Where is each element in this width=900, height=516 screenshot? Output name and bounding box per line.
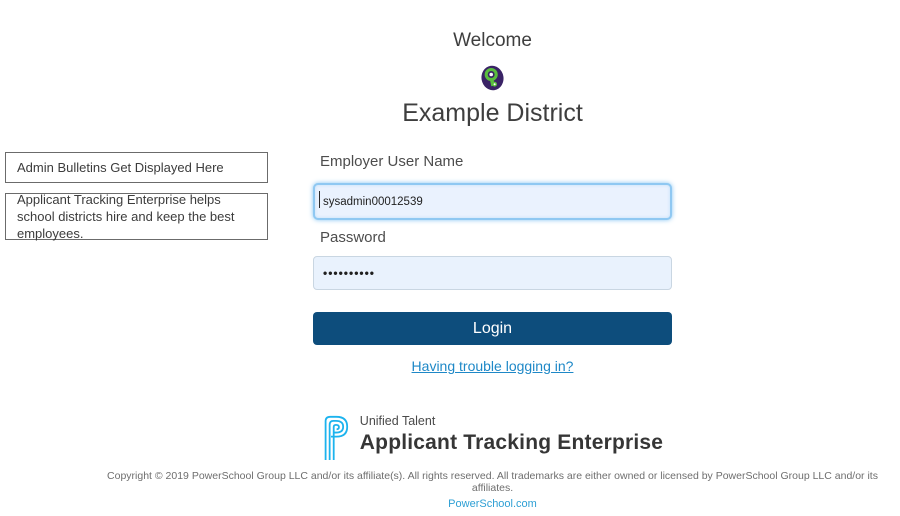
district-name-heading: Example District <box>402 99 583 127</box>
product-branding: Unified Talent Applicant Tracking Enterp… <box>313 411 672 461</box>
brand-product-label: Applicant Tracking Enterprise <box>359 431 664 454</box>
page-footer: Copyright © 2019 PowerSchool Group LLC a… <box>85 470 900 512</box>
page-header: Welcome Example District <box>313 0 672 128</box>
trouble-link-row: Having trouble logging in? <box>313 358 672 376</box>
powerschool-p-icon <box>324 415 348 460</box>
brand-text-block: Unified Talent Applicant Tracking Enterp… <box>360 411 663 455</box>
password-input[interactable] <box>313 256 672 290</box>
welcome-heading: Welcome <box>453 30 532 51</box>
powerschool-site-link[interactable]: PowerSchool.com <box>448 498 537 510</box>
product-bulletin-box: Applicant Tracking Enterprise helps scho… <box>5 192 268 241</box>
text-caret <box>319 191 320 208</box>
product-bulletin-text: Applicant Tracking Enterprise helps scho… <box>17 192 235 241</box>
admin-bulletin-box: Admin Bulletins Get Displayed Here <box>5 152 268 183</box>
username-input[interactable] <box>313 183 672 220</box>
password-label: Password <box>320 229 386 246</box>
district-logo-icon <box>313 64 672 92</box>
username-label: Employer User Name <box>320 153 464 170</box>
copyright-text: Copyright © 2019 PowerSchool Group LLC a… <box>107 470 878 494</box>
admin-bulletin-text: Admin Bulletins Get Displayed Here <box>17 160 224 175</box>
login-button[interactable]: Login <box>313 312 672 345</box>
brand-suite-label: Unified Talent <box>359 414 436 428</box>
trouble-logging-in-link[interactable]: Having trouble logging in? <box>411 358 574 374</box>
